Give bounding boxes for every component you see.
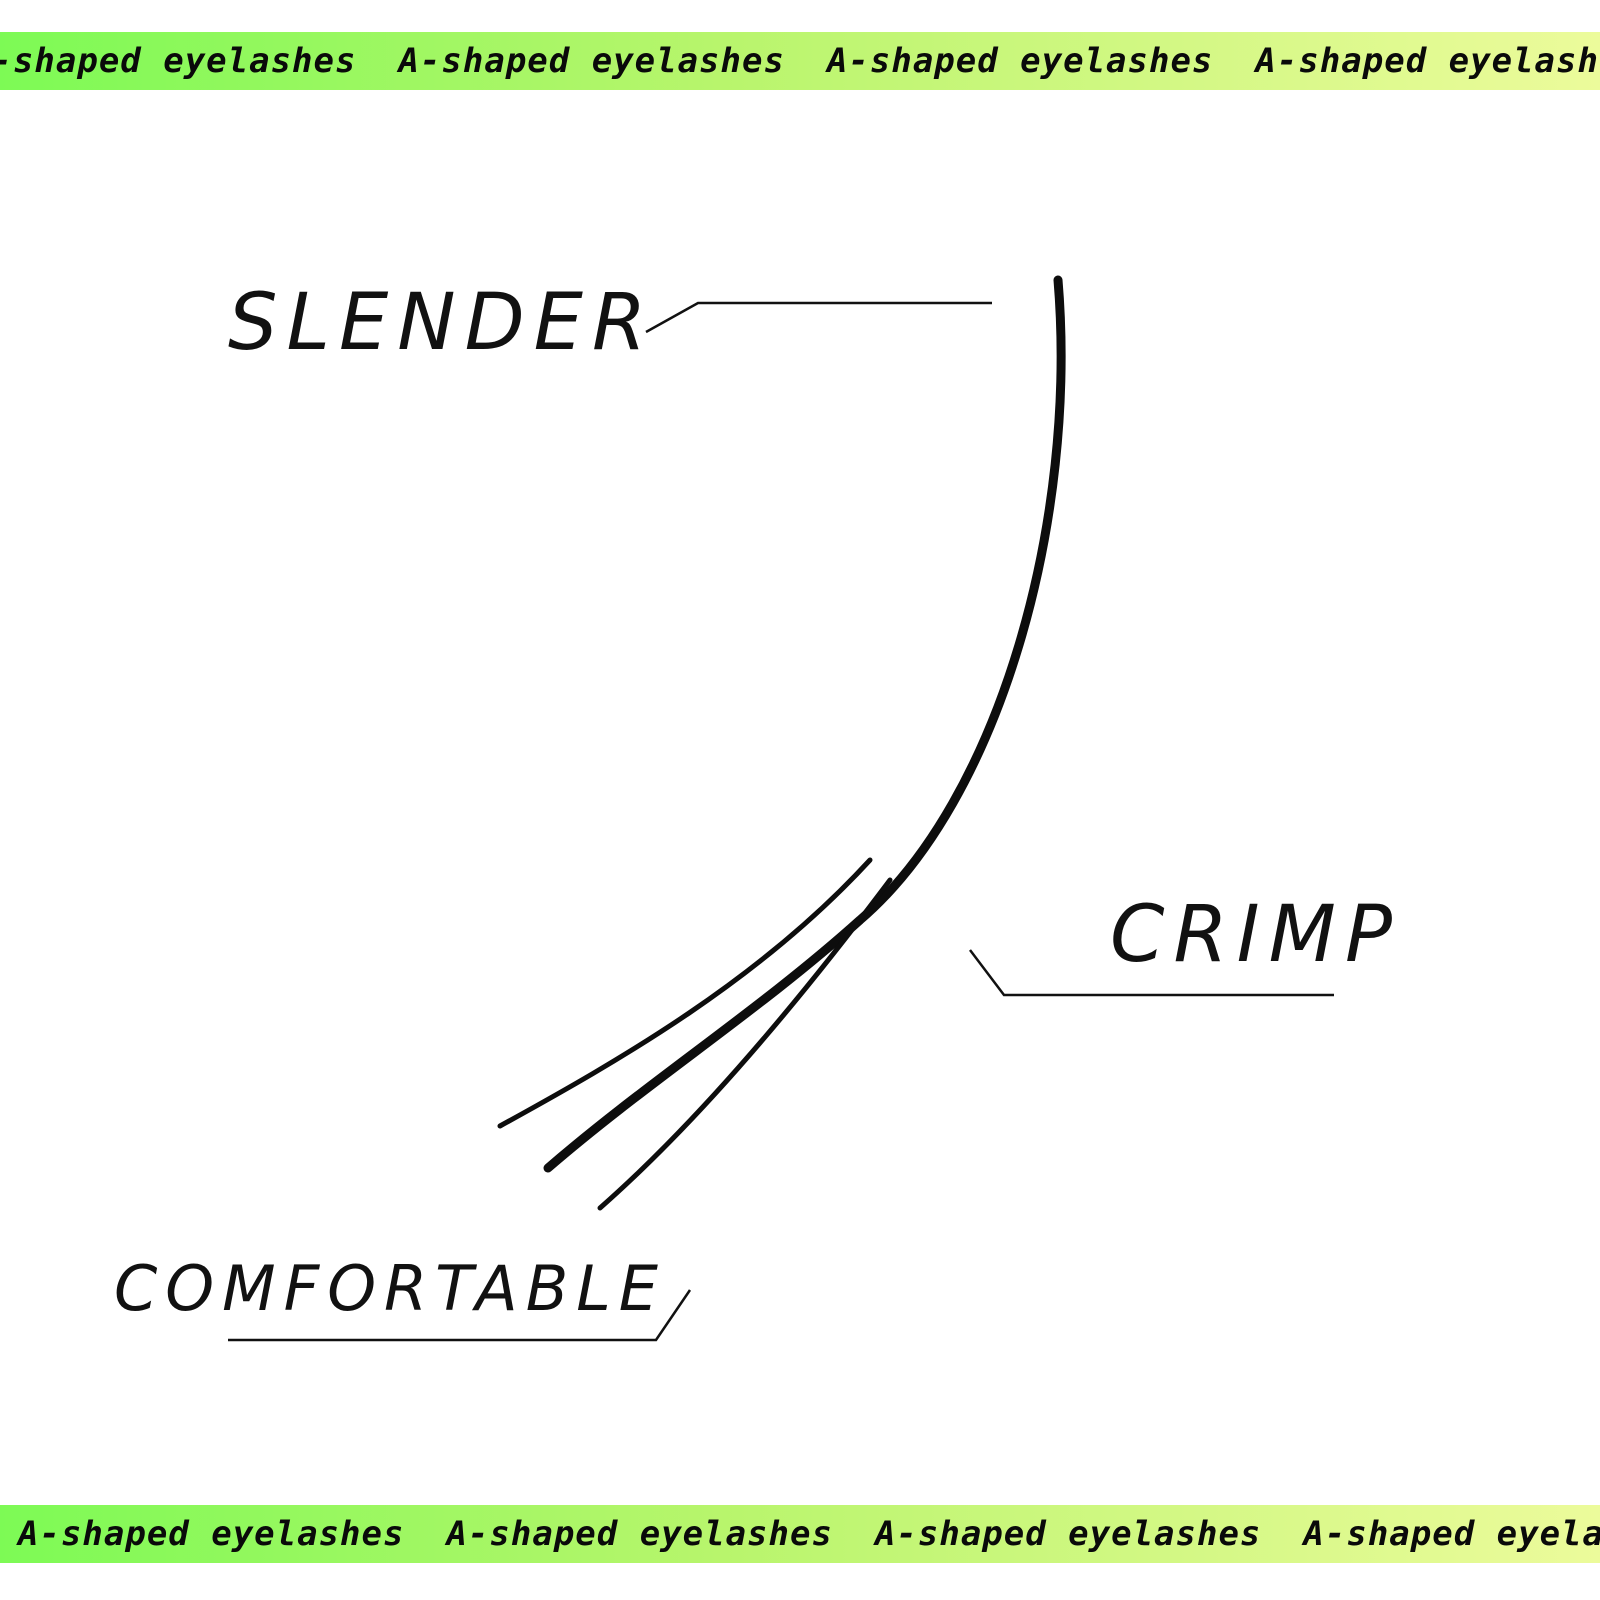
eyelash-strand-upper <box>497 857 873 1129</box>
banner-phrase: A-shaped eyelashes <box>446 1514 833 1554</box>
slender-callout-line <box>645 301 992 334</box>
bottom-banner: A-shaped eyelashes A-shaped eyelashes A-… <box>0 1505 1600 1563</box>
banner-phrase: A-shaped eyelashes <box>826 41 1214 81</box>
banner-phrase: A-shaped eyelashes <box>18 1514 405 1554</box>
label-slender: SLENDER <box>228 278 656 368</box>
eyelash-strand-main <box>543 275 1066 1173</box>
eyelash-tip <box>1056 277 1061 301</box>
banner-phrase: A-shaped eyelashes <box>1255 41 1600 81</box>
top-banner: A-shaped eyelashes A-shaped eyelashes A-… <box>0 32 1600 90</box>
banner-phrase: A-shaped eyelashes <box>398 41 785 81</box>
top-banner-track: A-shaped eyelashes A-shaped eyelashes A-… <box>0 32 1600 90</box>
banner-phrase: A-shaped eyelashes <box>874 1514 1262 1554</box>
banner-phrase: A-shaped eyelashes <box>1303 1514 1600 1554</box>
label-crimp: CRIMP <box>1110 890 1401 980</box>
crimp-callout-line <box>969 949 1334 997</box>
label-comfortable: COMFORTABLE <box>114 1252 666 1325</box>
eyelash-strand-lower <box>597 877 893 1211</box>
banner-phrase: A-shaped eyelashes <box>0 41 357 81</box>
bottom-banner-track: A-shaped eyelashes A-shaped eyelashes A-… <box>18 1505 1600 1563</box>
comfortable-callout-line <box>228 1289 692 1342</box>
